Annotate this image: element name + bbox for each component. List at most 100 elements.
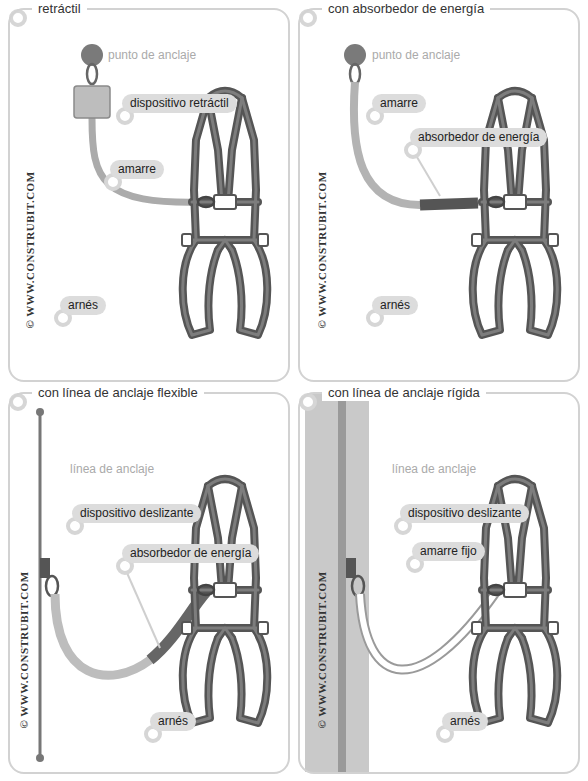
- harness-strap-stitch: [218, 240, 232, 250]
- part-label: punto de anclaje: [108, 48, 196, 63]
- buckle: [214, 583, 236, 597]
- harness-strap: [232, 628, 267, 723]
- watermark: © WWW.CONSTRUBIT.COM: [316, 571, 328, 728]
- harness-strap: [518, 486, 532, 590]
- callout-ring: [11, 11, 25, 25]
- part-label: línea de anclaje: [70, 462, 154, 477]
- buckle: [182, 622, 192, 634]
- harness-strap: [242, 98, 256, 240]
- panel-frame: con línea de anclaje flexibledispositivo…: [8, 392, 290, 774]
- lanyard: [55, 594, 150, 675]
- harness-strap-stitch: [208, 486, 222, 590]
- harness-strap: [232, 240, 267, 335]
- harness-strap: [498, 486, 512, 590]
- callout-label: arnés: [158, 714, 188, 728]
- harness-strap: [194, 98, 208, 240]
- buckle: [258, 234, 268, 246]
- callout-pill: dispositivo deslizante: [400, 504, 529, 523]
- anchor-point: [81, 44, 103, 66]
- harness-strap-stitch: [498, 479, 532, 486]
- callout-pill: amarre: [372, 94, 426, 113]
- callout-label: arnés: [380, 298, 410, 312]
- watermark: © WWW.CONSTRUBIT.COM: [316, 171, 328, 328]
- sliding-device: [346, 558, 356, 578]
- callout-label: dispositivo deslizante: [408, 506, 521, 520]
- callout-pill: arnés: [372, 296, 418, 315]
- harness-strap: [498, 91, 532, 98]
- callout-ring: [301, 395, 315, 409]
- callout-ring: [301, 11, 315, 25]
- harness-strap-stitch: [484, 98, 498, 240]
- callout-pill: dispositivo retráctil: [122, 94, 237, 113]
- buckle: [504, 195, 526, 209]
- harness: [182, 91, 268, 335]
- carabiner: [198, 197, 214, 207]
- carabiner: [488, 197, 504, 207]
- harness-strap-stitch: [218, 628, 232, 638]
- harness-group: [182, 91, 558, 723]
- callout-pill: amarre fijo: [412, 542, 485, 561]
- retractable-device: [74, 86, 110, 118]
- carabiner: [46, 576, 58, 596]
- harness-strap: [183, 240, 218, 335]
- panel-title: con línea de anclaje flexible: [32, 385, 204, 401]
- watermark: © WWW.CONSTRUBIT.COM: [24, 171, 36, 328]
- harness-strap: [498, 479, 532, 486]
- harness-strap-stitch: [183, 628, 218, 723]
- harness-strap: [532, 98, 546, 240]
- harness-strap-stitch: [508, 628, 522, 638]
- buckle: [258, 622, 268, 634]
- callout-pill: absorbedor de energía: [410, 128, 547, 147]
- harness-strap-stitch: [518, 486, 532, 590]
- buckle: [548, 234, 558, 246]
- callout-pill: amarre: [110, 160, 164, 179]
- callout-pill: dispositivo deslizante: [72, 504, 201, 523]
- rigid-rail: [338, 394, 346, 772]
- harness-strap-stitch: [228, 486, 242, 590]
- harness-strap-stitch: [228, 98, 242, 202]
- callout-label: amarre: [380, 96, 418, 110]
- harness-strap-stitch: [232, 240, 267, 335]
- harness-strap-stitch: [498, 98, 512, 202]
- watermark: © WWW.CONSTRUBIT.COM: [18, 571, 30, 728]
- callout-pill: absorbedor de energía: [122, 544, 259, 563]
- leader-line: [414, 152, 440, 196]
- harness-strap: [208, 98, 222, 202]
- harness-strap-stitch: [208, 479, 242, 486]
- energy-absorber: [420, 203, 478, 205]
- line-end: [36, 754, 44, 762]
- callout-pill: arnés: [442, 712, 488, 731]
- carabiner: [352, 576, 364, 596]
- harness-strap-stitch: [532, 486, 546, 628]
- harness-strap-stitch: [508, 240, 522, 250]
- harness-strap-stitch: [498, 91, 532, 98]
- harness-strap: [532, 486, 546, 628]
- harness-strap: [473, 240, 508, 335]
- harness-strap-stitch: [473, 628, 508, 723]
- harness-strap-stitch: [498, 486, 512, 590]
- lanyard: [92, 118, 205, 202]
- callout-label: arnés: [68, 298, 98, 312]
- harness-strap: [484, 98, 498, 240]
- buckle: [504, 583, 526, 597]
- carabiner: [488, 585, 504, 595]
- harness-strap-stitch: [532, 98, 546, 240]
- harness-strap-stitch: [194, 98, 208, 240]
- line-end: [36, 408, 44, 416]
- panel-title: con absorbedor de energía: [322, 1, 490, 17]
- harness-strap-stitch: [522, 240, 557, 335]
- callout-label: dispositivo deslizante: [80, 506, 193, 520]
- callout-rings: [11, 11, 452, 741]
- harness-strap: [183, 628, 218, 723]
- lanyard: [354, 82, 420, 205]
- harness-strap-stitch: [183, 240, 218, 335]
- callout-pill: arnés: [150, 712, 196, 731]
- harness-strap-stitch: [518, 98, 532, 202]
- panel-frame: retráctildispositivo retráctilamarrearné…: [8, 8, 290, 382]
- harness-strap: [473, 628, 508, 723]
- carabiner: [350, 64, 360, 84]
- buckle: [214, 195, 236, 209]
- callout-pill: arnés: [60, 296, 106, 315]
- harness-strap: [522, 240, 557, 335]
